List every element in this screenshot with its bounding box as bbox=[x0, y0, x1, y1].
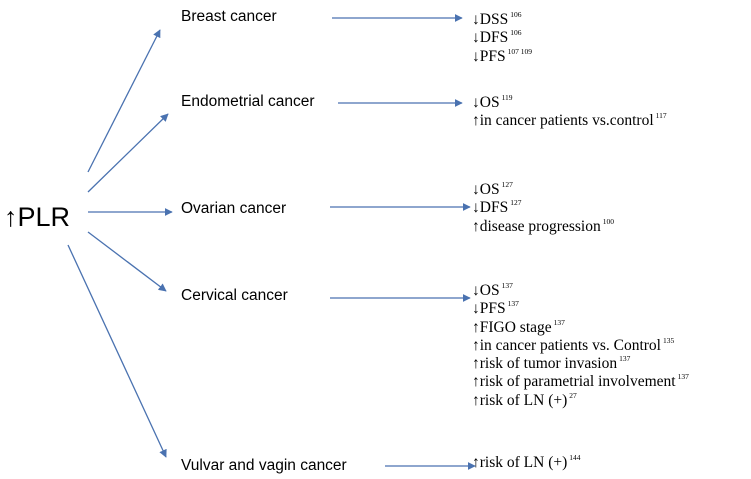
reference-number: 127 bbox=[510, 198, 522, 208]
reference-number: 137 bbox=[553, 317, 565, 327]
reference-number: 27 bbox=[569, 390, 577, 400]
cancer-label-breast: Breast cancer bbox=[181, 8, 277, 25]
reference-number: 106 bbox=[510, 28, 522, 38]
reference-number: 107 109 bbox=[507, 46, 532, 56]
reference-number: 117 bbox=[655, 111, 667, 121]
reference-number: 137 bbox=[677, 372, 689, 382]
plr-source-label: ↑PLR bbox=[4, 202, 71, 232]
outcome-item: ↑risk of LN (+)144 bbox=[472, 453, 581, 471]
outcome-list-vulvar-vaginal: ↑risk of LN (+)144 bbox=[472, 449, 581, 471]
arrow-to-endometrial bbox=[87, 113, 169, 193]
cancer-label-cervical: Cervical cancer bbox=[181, 287, 288, 304]
reference-number: 106 bbox=[510, 10, 522, 19]
reference-number: 144 bbox=[569, 453, 581, 462]
cancer-label-ovarian: Ovarian cancer bbox=[181, 200, 287, 217]
arrow-to-vulvar-vaginal bbox=[67, 244, 167, 458]
cancer-label-endometrial: Endometrial cancer bbox=[181, 93, 315, 110]
reference-number: 100 bbox=[602, 216, 614, 226]
reference-number: 137 bbox=[507, 299, 519, 309]
reference-number: 127 bbox=[501, 180, 513, 189]
reference-number: 119 bbox=[501, 93, 513, 102]
reference-number: 137 bbox=[501, 281, 513, 290]
arrow-to-breast bbox=[87, 29, 161, 173]
reference-number: 135 bbox=[662, 335, 675, 345]
reference-number: 137 bbox=[619, 354, 631, 364]
cancer-label-vulvar-vaginal: Vulvar and vagin cancer bbox=[181, 457, 347, 474]
arrow-to-cervical bbox=[87, 231, 167, 292]
outcome-item: ↑risk of LN (+)27 bbox=[472, 390, 577, 409]
